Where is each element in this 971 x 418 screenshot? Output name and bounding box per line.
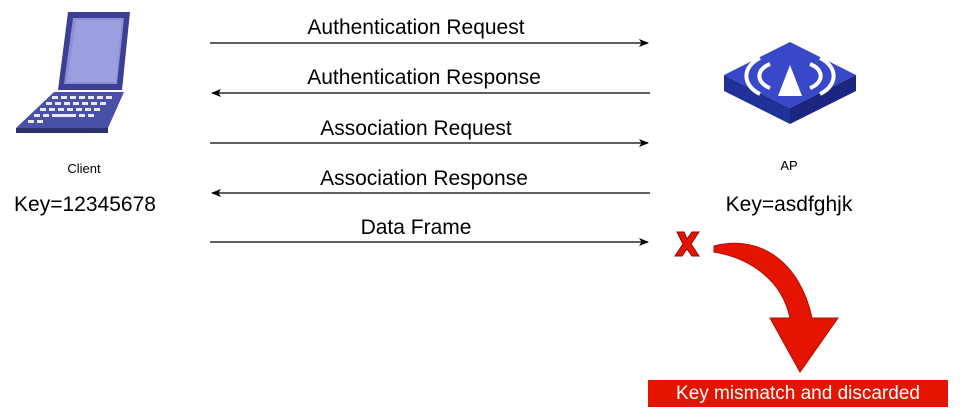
client-label: Client [67,161,101,176]
laptop-icon [16,12,130,133]
message-label-association-response: Association Response [320,167,528,190]
client-key: Key=12345678 [14,193,156,216]
message-label-data-frame: Data Frame [360,216,472,239]
message-arrows [210,39,650,246]
ap-label: AP [780,158,798,173]
message-label-authentication-request: Authentication Request [307,16,525,39]
curved-arrow-icon [713,242,839,373]
ap-key: Key=asdfghjk [725,193,853,216]
message-label-association-request: Association Request [320,117,512,140]
cross-icon [674,231,700,257]
wireless-ap-icon [724,42,856,124]
result-banner: Key mismatch and discarded [648,380,948,407]
message-label-authentication-response: Authentication Response [307,66,541,89]
